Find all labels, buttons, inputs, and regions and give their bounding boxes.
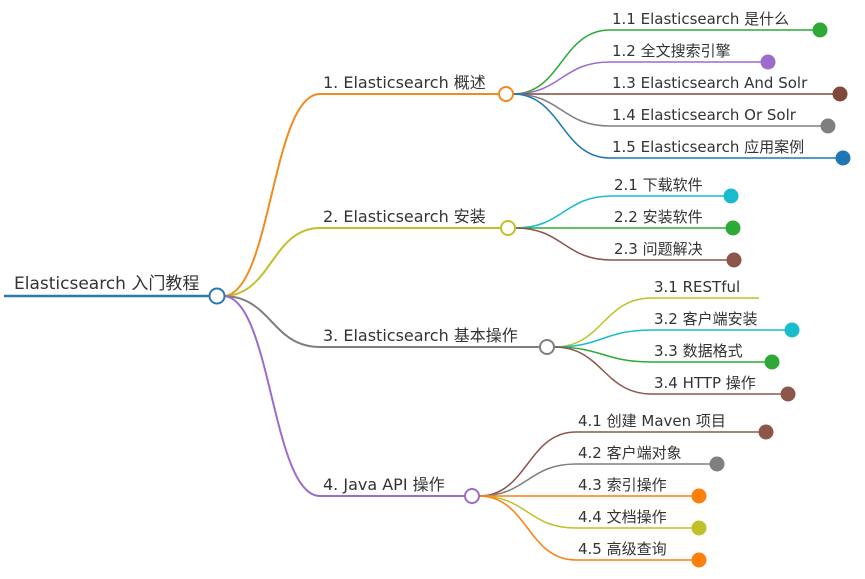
leaf-label: 3.4 HTTP 操作 — [654, 374, 756, 392]
branch-collapse-toggle[interactable] — [464, 488, 480, 504]
branch-collapse-toggle[interactable] — [539, 339, 555, 355]
leaf-connector — [553, 297, 653, 348]
branch-collapse-toggle[interactable] — [498, 86, 514, 102]
leaf-label: 3.2 客户端安装 — [654, 310, 758, 328]
leaf-toggle-dot[interactable] — [691, 552, 707, 568]
branch-connector — [222, 227, 321, 297]
branch-label: 4. Java API 操作 — [323, 475, 445, 494]
leaf-toggle-dot[interactable] — [709, 456, 725, 472]
branch-label: 3. Elasticsearch 基本操作 — [323, 326, 518, 345]
leaf-connector — [512, 93, 611, 127]
leaf-toggle-dot[interactable] — [784, 322, 800, 338]
branch-label: 2. Elasticsearch 安装 — [323, 207, 486, 226]
leaf-label: 1.4 Elasticsearch Or Solr — [612, 106, 797, 124]
leaf-label: 1.3 Elasticsearch And Solr — [612, 74, 808, 92]
leaf-toggle-dot[interactable] — [835, 150, 851, 166]
leaf-toggle-dot[interactable] — [723, 188, 739, 204]
leaf-connector — [478, 431, 577, 497]
leaf-connector — [478, 463, 577, 497]
leaf-label: 2.2 安装软件 — [614, 208, 703, 226]
branch-connector — [222, 295, 321, 348]
leaf-toggle-dot[interactable] — [725, 220, 741, 236]
leaf-label: 4.3 索引操作 — [578, 476, 667, 494]
leaf-label: 1.5 Elasticsearch 应用案例 — [612, 138, 804, 156]
leaf-connector — [478, 495, 577, 561]
leaf-connector — [553, 346, 653, 395]
branch-label: 1. Elasticsearch 概述 — [323, 73, 486, 92]
leaf-toggle-dot[interactable] — [760, 54, 776, 70]
leaf-label: 4.5 高级查询 — [578, 540, 667, 558]
branch-connector — [222, 93, 321, 297]
leaf-toggle-dot[interactable] — [812, 22, 828, 38]
leaf-toggle-dot[interactable] — [691, 488, 707, 504]
leaf-toggle-dot[interactable] — [691, 520, 707, 536]
leaf-label: 4.1 创建 Maven 项目 — [578, 412, 726, 430]
leaf-connector — [512, 29, 611, 95]
leaf-toggle-dot[interactable] — [726, 252, 742, 268]
leaf-toggle-dot[interactable] — [764, 354, 780, 370]
leaf-label: 3.3 数据格式 — [654, 342, 743, 360]
branch-collapse-toggle[interactable] — [500, 220, 516, 236]
leaf-connector — [512, 93, 611, 159]
leaf-label: 2.3 问题解决 — [614, 240, 703, 258]
connectors — [4, 29, 843, 561]
root-topic-label: Elasticsearch 入门教程 — [14, 274, 199, 294]
leaf-connector — [553, 346, 653, 363]
leaf-connector — [478, 495, 577, 529]
leaf-toggle-dot[interactable] — [820, 118, 836, 134]
leaf-connector — [514, 227, 613, 261]
leaf-connector — [514, 195, 613, 229]
branch-connector — [222, 295, 321, 497]
leaf-label: 2.1 下载软件 — [614, 176, 703, 194]
root-collapse-toggle[interactable] — [208, 287, 226, 305]
leaf-connector — [512, 61, 611, 95]
leaf-toggle-dot[interactable] — [780, 386, 796, 402]
leaf-label: 1.1 Elasticsearch 是什么 — [612, 10, 789, 28]
leaf-label: 4.2 客户端对象 — [578, 444, 682, 462]
leaf-connector — [553, 329, 653, 348]
nodes: Elasticsearch 入门教程 1. Elasticsearch 概述 1.1… — [14, 10, 851, 568]
leaf-label: 3.1 RESTful — [654, 278, 740, 296]
leaf-label: 4.4 文档操作 — [578, 508, 667, 526]
leaf-toggle-dot[interactable] — [758, 424, 774, 440]
leaf-toggle-dot[interactable] — [832, 86, 848, 102]
leaf-label: 1.2 全文搜索引擎 — [612, 42, 731, 60]
